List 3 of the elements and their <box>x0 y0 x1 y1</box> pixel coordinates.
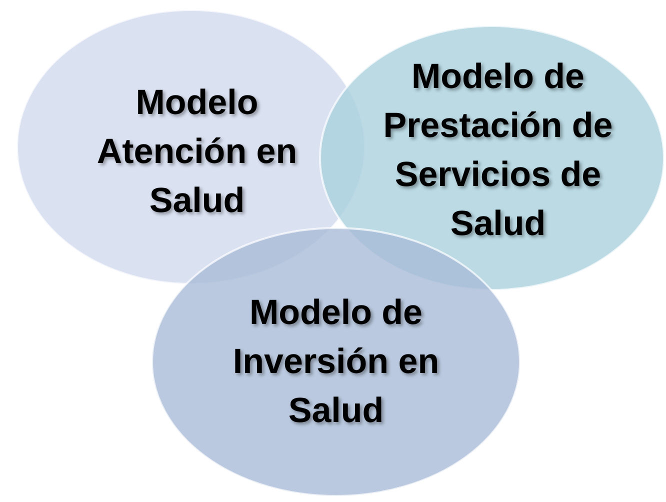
node-label: Modelo Atención en Salud <box>96 82 298 222</box>
node-label: Modelo de Inversión en Salud <box>232 292 440 432</box>
node-label: Modelo de Prestación de Servicios de Salud <box>382 56 614 245</box>
